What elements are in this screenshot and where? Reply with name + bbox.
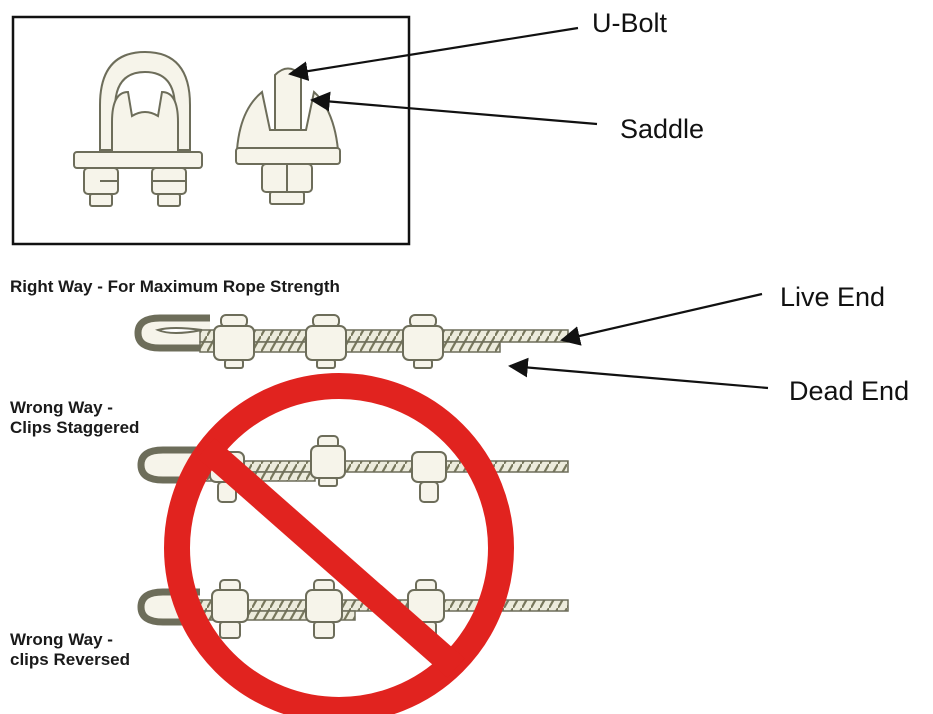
dead-end-label: Dead End [789,376,910,406]
no-symbol-icon [164,373,514,714]
clip-right-2 [305,314,347,369]
clip-staggered-2 [310,435,346,487]
live-end-label: Live End [780,282,886,312]
clip-right-3 [402,314,444,369]
wrong-staggered-line1: Wrong Way - [10,398,113,417]
saddle-arrow [310,91,598,126]
dead-end-arrow [508,357,769,390]
clip-staggered-3 [411,451,447,503]
u-bolt-label: U-Bolt [592,8,668,38]
clip-reversed-1 [211,579,249,639]
wrong-staggered-line2: Clips Staggered [10,418,140,437]
wrong-reversed-line1: Wrong Way - [10,630,113,649]
right-way-caption: Right Way - For Maximum Rope Strength [10,277,340,296]
clip-detail-frame [11,15,411,246]
live-end-arrow [560,292,763,346]
rope-right-way [134,314,569,353]
wrong-reversed-caption: Wrong Way - clips Reversed [10,630,130,670]
clip-front-view-icon [73,50,203,207]
u-bolt-arrow [288,26,579,81]
wrong-staggered-caption: Wrong Way - Clips Staggered [10,398,139,438]
wrong-reversed-line2: clips Reversed [10,650,131,669]
clip-right-1 [213,314,255,369]
saddle-label: Saddle [620,114,705,144]
clip-reversed-2 [305,579,343,639]
